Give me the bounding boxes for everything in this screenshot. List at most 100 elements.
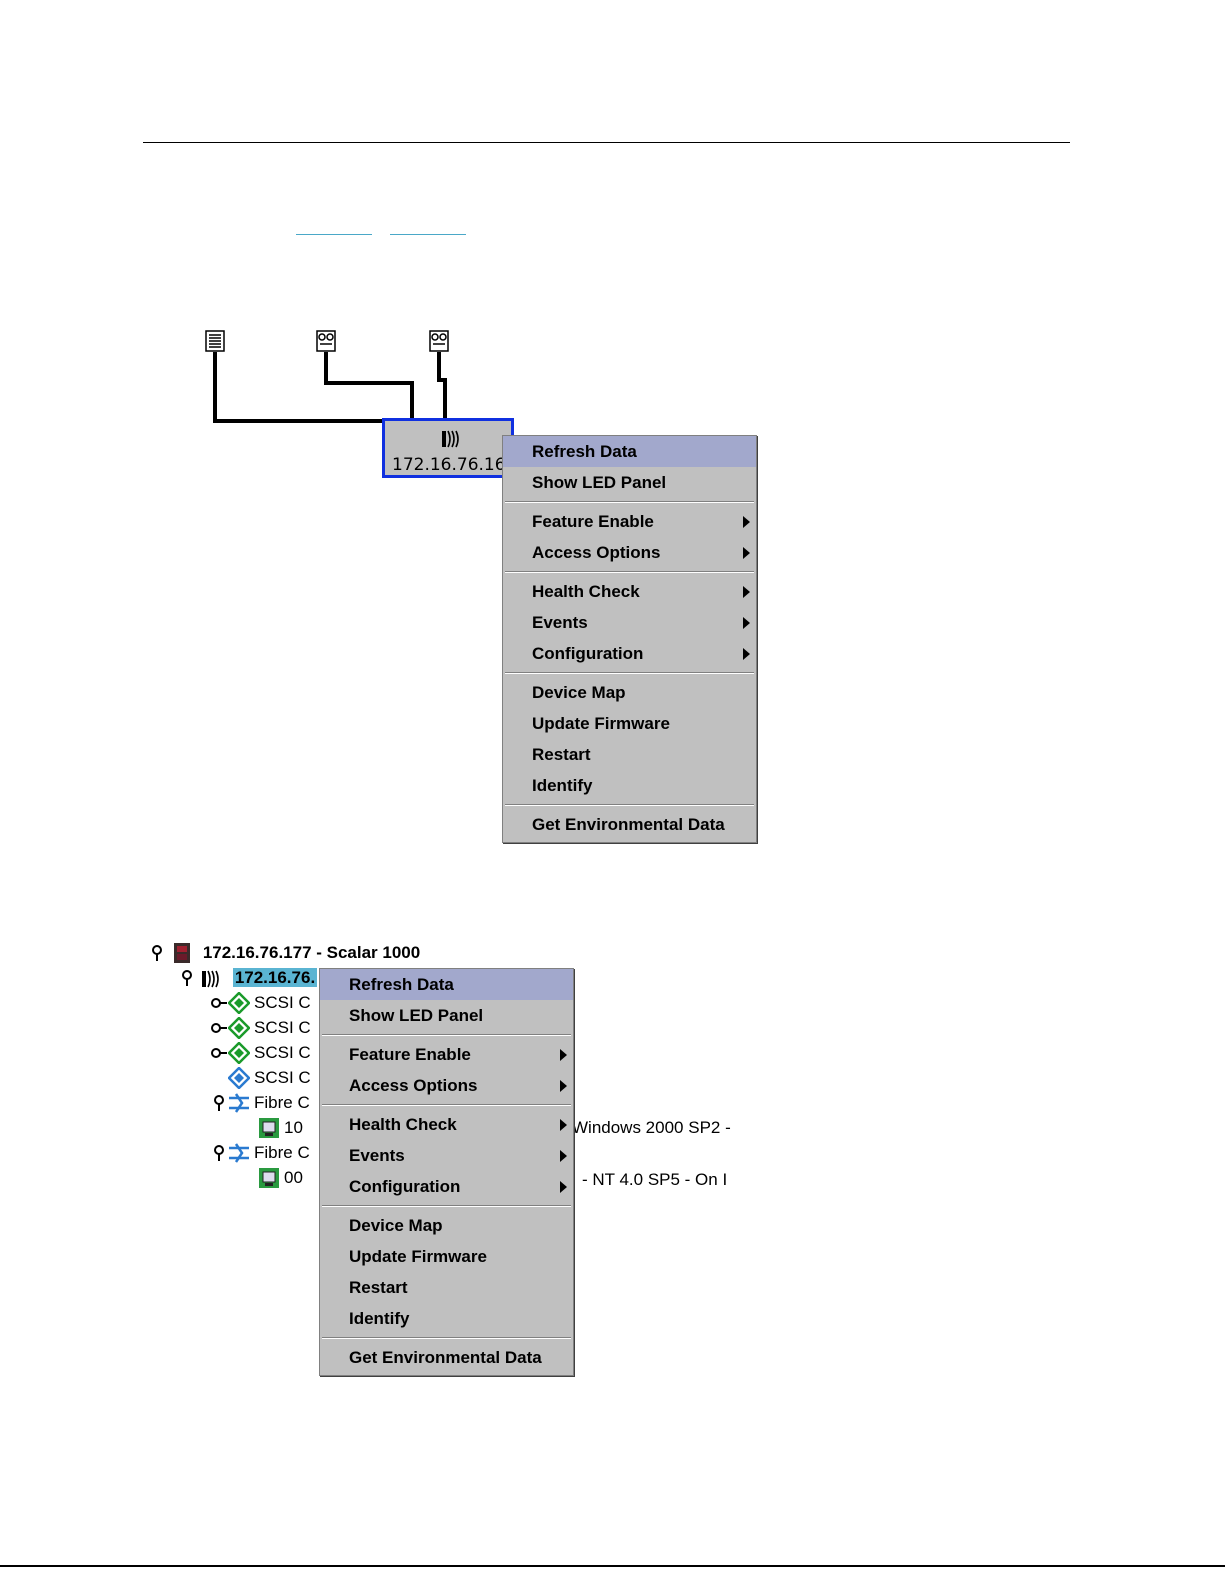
menu-item-show-led-panel[interactable]: Show LED Panel: [503, 467, 756, 498]
menu-item-label: Health Check: [532, 582, 640, 601]
tree-library-label: 172.16.76.177 - Scalar 1000: [202, 943, 421, 962]
expanded-toggle-icon[interactable]: [210, 1144, 228, 1162]
tree-node-label: 00: [284, 1168, 303, 1187]
menu-item-show-led-panel[interactable]: Show LED Panel: [320, 1000, 573, 1031]
menu-item-update-firmware[interactable]: Update Firmware: [503, 708, 756, 739]
tape-drive-device[interactable]: [316, 330, 336, 356]
menu-item-get-environmental-data[interactable]: Get Environmental Data: [320, 1342, 573, 1373]
menu-item-restart[interactable]: Restart: [503, 739, 756, 770]
tree-node-fibre-channel[interactable]: Fibre C: [148, 1090, 748, 1115]
menu-item-restart[interactable]: Restart: [320, 1272, 573, 1303]
menu-item-label: Access Options: [532, 543, 661, 562]
menu-item-label: Identify: [532, 776, 593, 795]
fibre-channel-icon: [229, 1093, 249, 1113]
collapsed-toggle-icon[interactable]: [210, 1044, 228, 1062]
menu-item-access-options[interactable]: Access Options: [320, 1070, 573, 1101]
tree-node-label: SCSI C: [254, 993, 311, 1012]
tape-drive-icon: [429, 330, 449, 352]
router-icon: [442, 430, 459, 448]
footer-rule: [0, 1565, 1225, 1567]
menu-item-refresh-data[interactable]: Refresh Data: [503, 436, 756, 467]
tree-node-scsi-channel[interactable]: SCSI C: [148, 1040, 748, 1065]
host-detail-2: - NT 4.0 SP5 - On I: [582, 1170, 728, 1189]
menu-item-health-check[interactable]: Health Check: [320, 1109, 573, 1140]
menu-item-feature-enable[interactable]: Feature Enable: [320, 1039, 573, 1070]
submenu-arrow-icon: [560, 1181, 567, 1193]
menu-item-identify[interactable]: Identify: [320, 1303, 573, 1334]
menu-item-configuration[interactable]: Configuration: [320, 1171, 573, 1202]
menu-item-get-environmental-data[interactable]: Get Environmental Data: [503, 809, 756, 840]
host-detail-1: Windows 2000 SP2 -: [572, 1118, 731, 1137]
tree-node-router[interactable]: 172.16.76.: [148, 965, 748, 990]
menu-item-device-map[interactable]: Device Map: [503, 677, 756, 708]
scsi-channel-icon: [228, 1042, 250, 1064]
router-node[interactable]: 172.16.76.166: [382, 418, 517, 478]
menu-item-access-options[interactable]: Access Options: [503, 537, 756, 568]
collapsed-toggle-icon[interactable]: [210, 994, 228, 1012]
menu-item-label: Configuration: [532, 644, 644, 663]
tree-node-scsi-channel[interactable]: SCSI C: [148, 990, 748, 1015]
menu-item-label: Get Environmental Data: [532, 815, 725, 834]
menu-item-label: Refresh Data: [532, 442, 637, 461]
submenu-arrow-icon: [743, 617, 750, 629]
menu-separator: [505, 672, 754, 674]
submenu-arrow-icon: [560, 1150, 567, 1162]
menu-item-device-map[interactable]: Device Map: [320, 1210, 573, 1241]
submenu-arrow-icon: [560, 1119, 567, 1131]
menu-item-configuration[interactable]: Configuration: [503, 638, 756, 669]
library-device[interactable]: [205, 330, 225, 356]
tree-node-host[interactable]: 10: [148, 1115, 748, 1140]
menu-item-update-firmware[interactable]: Update Firmware: [320, 1241, 573, 1272]
tree-node-scsi-channel[interactable]: SCSI C: [148, 1015, 748, 1040]
menu-separator: [505, 804, 754, 806]
router-label: 172.16.76.166: [392, 455, 517, 475]
doc-link[interactable]: [390, 214, 466, 235]
menu-item-label: Show LED Panel: [532, 473, 667, 492]
topology-links: [213, 352, 447, 423]
scsi-channel-icon: [228, 992, 250, 1014]
library-icon: [205, 330, 225, 352]
tape-drive-device[interactable]: [429, 330, 449, 356]
menu-item-label: Refresh Data: [349, 975, 454, 994]
submenu-arrow-icon: [743, 516, 750, 528]
menu-item-label: Events: [532, 613, 588, 632]
tree-node-label: SCSI C: [254, 1018, 311, 1037]
toggle-spacer: [240, 1169, 258, 1187]
menu-item-health-check[interactable]: Health Check: [503, 576, 756, 607]
menu-item-label: Show LED Panel: [349, 1006, 484, 1025]
menu-item-events[interactable]: Events: [503, 607, 756, 638]
menu-item-identify[interactable]: Identify: [503, 770, 756, 801]
expanded-toggle-icon[interactable]: [210, 1094, 228, 1112]
tree-router-label: 172.16.76.: [232, 968, 318, 987]
expanded-toggle-icon[interactable]: [178, 969, 196, 987]
menu-item-feature-enable[interactable]: Feature Enable: [503, 506, 756, 537]
collapsed-toggle-icon[interactable]: [210, 1019, 228, 1037]
tree-node-label: SCSI C: [254, 1043, 311, 1062]
submenu-arrow-icon: [743, 586, 750, 598]
menu-item-label: Update Firmware: [532, 714, 670, 733]
menu-separator: [322, 1034, 571, 1036]
menu-item-refresh-data[interactable]: Refresh Data: [320, 969, 573, 1000]
expanded-toggle-icon[interactable]: [148, 944, 166, 962]
submenu-arrow-icon: [560, 1049, 567, 1061]
doc-link[interactable]: [296, 214, 372, 235]
tree-node-fibre-channel[interactable]: Fibre C: [148, 1140, 748, 1165]
scsi-channel-icon: [228, 1017, 250, 1039]
tree-node-host[interactable]: 00: [148, 1165, 748, 1190]
library-icon: [174, 943, 191, 963]
submenu-arrow-icon: [560, 1080, 567, 1092]
tree-node-label: Fibre C: [254, 1093, 310, 1112]
menu-item-events[interactable]: Events: [320, 1140, 573, 1171]
menu-item-label: Access Options: [349, 1076, 478, 1095]
menu-item-label: Restart: [349, 1278, 408, 1297]
scsi-channel-icon: [228, 1067, 250, 1089]
tree-node-scsi-channel[interactable]: SCSI C: [148, 1065, 748, 1090]
tree-node-label: SCSI C: [254, 1068, 311, 1087]
device-tree: 172.16.76.177 - Scalar 1000 172.16.76. S…: [148, 940, 748, 1190]
menu-item-label: Configuration: [349, 1177, 461, 1196]
submenu-arrow-icon: [743, 648, 750, 660]
menu-item-label: Restart: [532, 745, 591, 764]
tree-node-library[interactable]: 172.16.76.177 - Scalar 1000: [148, 940, 748, 965]
